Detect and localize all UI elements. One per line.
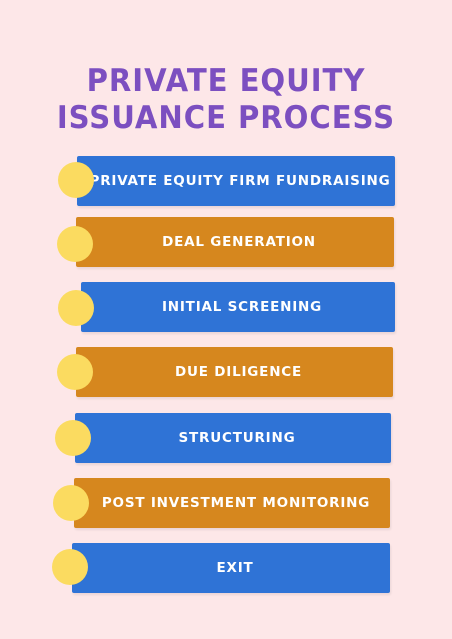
step-label: DEAL GENERATION <box>162 234 316 250</box>
step-post-investment-monitoring: POST INVESTMENT MONITORING <box>74 478 390 528</box>
step-deal-generation: DEAL GENERATION <box>76 217 394 267</box>
step-label: PRIVATE EQUITY FIRM FUNDRAISING <box>89 173 391 189</box>
bullet-dot <box>57 226 93 262</box>
bullet-dot <box>55 420 91 456</box>
step-label: DUE DILIGENCE <box>174 364 303 380</box>
bullet-dot <box>58 290 94 326</box>
step-due-diligence: DUE DILIGENCE <box>76 347 393 397</box>
step-structuring: STRUCTURING <box>75 413 391 463</box>
bullet-dot <box>52 549 88 585</box>
bullet-dot <box>53 485 89 521</box>
step-label: STRUCTURING <box>178 430 296 446</box>
step-fundraising: PRIVATE EQUITY FIRM FUNDRAISING <box>77 156 395 206</box>
step-label: POST INVESTMENT MONITORING <box>101 495 371 511</box>
title-line-1: PRIVATE EQUITY <box>86 63 366 99</box>
step-label: INITIAL SCREENING <box>161 299 323 315</box>
bullet-dot <box>58 162 94 198</box>
bullet-dot <box>57 354 93 390</box>
step-exit: EXIT <box>72 543 390 593</box>
title-line-2: ISSUANCE PROCESS <box>56 100 396 136</box>
step-initial-screening: INITIAL SCREENING <box>81 282 395 332</box>
step-label: EXIT <box>216 560 254 576</box>
